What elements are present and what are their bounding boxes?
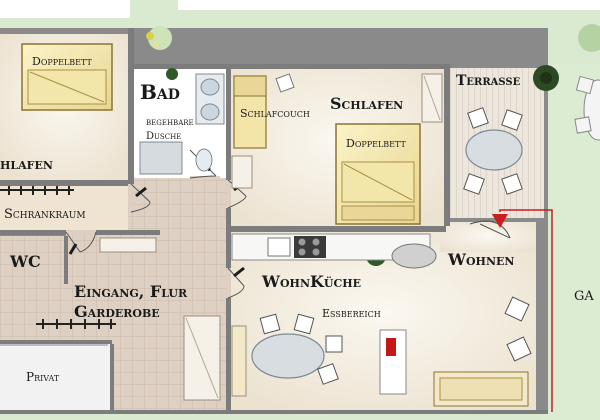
label-schlafcouch: Schlafcouch xyxy=(240,107,310,120)
label-schlafen-left: hlafen xyxy=(0,154,53,173)
double-bed-right xyxy=(335,123,421,225)
label-schrankraum: Schrankraum xyxy=(4,207,86,222)
label-doppelbett-left: Doppelbett xyxy=(32,55,92,68)
label-wohnen: Wohnen xyxy=(448,250,515,269)
bathroom-fixtures xyxy=(139,73,225,175)
double-bed-left xyxy=(21,43,113,111)
label-bad: Bad xyxy=(140,80,180,104)
room-wc xyxy=(0,236,66,284)
label-essbereich: Essbereich xyxy=(322,307,381,320)
label-privat: Privat xyxy=(26,370,60,384)
dining-table-set xyxy=(251,313,343,385)
kitchen-counter xyxy=(231,233,437,269)
label-dusche-line1: begehbare xyxy=(146,117,194,128)
label-schlafen: Schlafen xyxy=(330,94,404,113)
label-garten: GA xyxy=(574,289,594,304)
sideboard xyxy=(231,325,247,397)
label-eingang: Eingang, Flur xyxy=(74,282,188,301)
entry-marker xyxy=(492,214,508,228)
label-terrasse: Terrasse xyxy=(456,73,521,89)
sofa-bed xyxy=(233,75,267,149)
label-dusche-line2: Dusche xyxy=(146,131,182,142)
label-wc: WC xyxy=(10,252,41,271)
terrace-table-set xyxy=(463,107,523,195)
label-wohnkueche: WohnKüche xyxy=(262,272,362,291)
label-doppelbett-right: Doppelbett xyxy=(346,137,406,150)
garden-furniture xyxy=(574,75,600,141)
label-garderobe: Garderobe xyxy=(74,302,160,321)
room-privat xyxy=(0,344,112,410)
